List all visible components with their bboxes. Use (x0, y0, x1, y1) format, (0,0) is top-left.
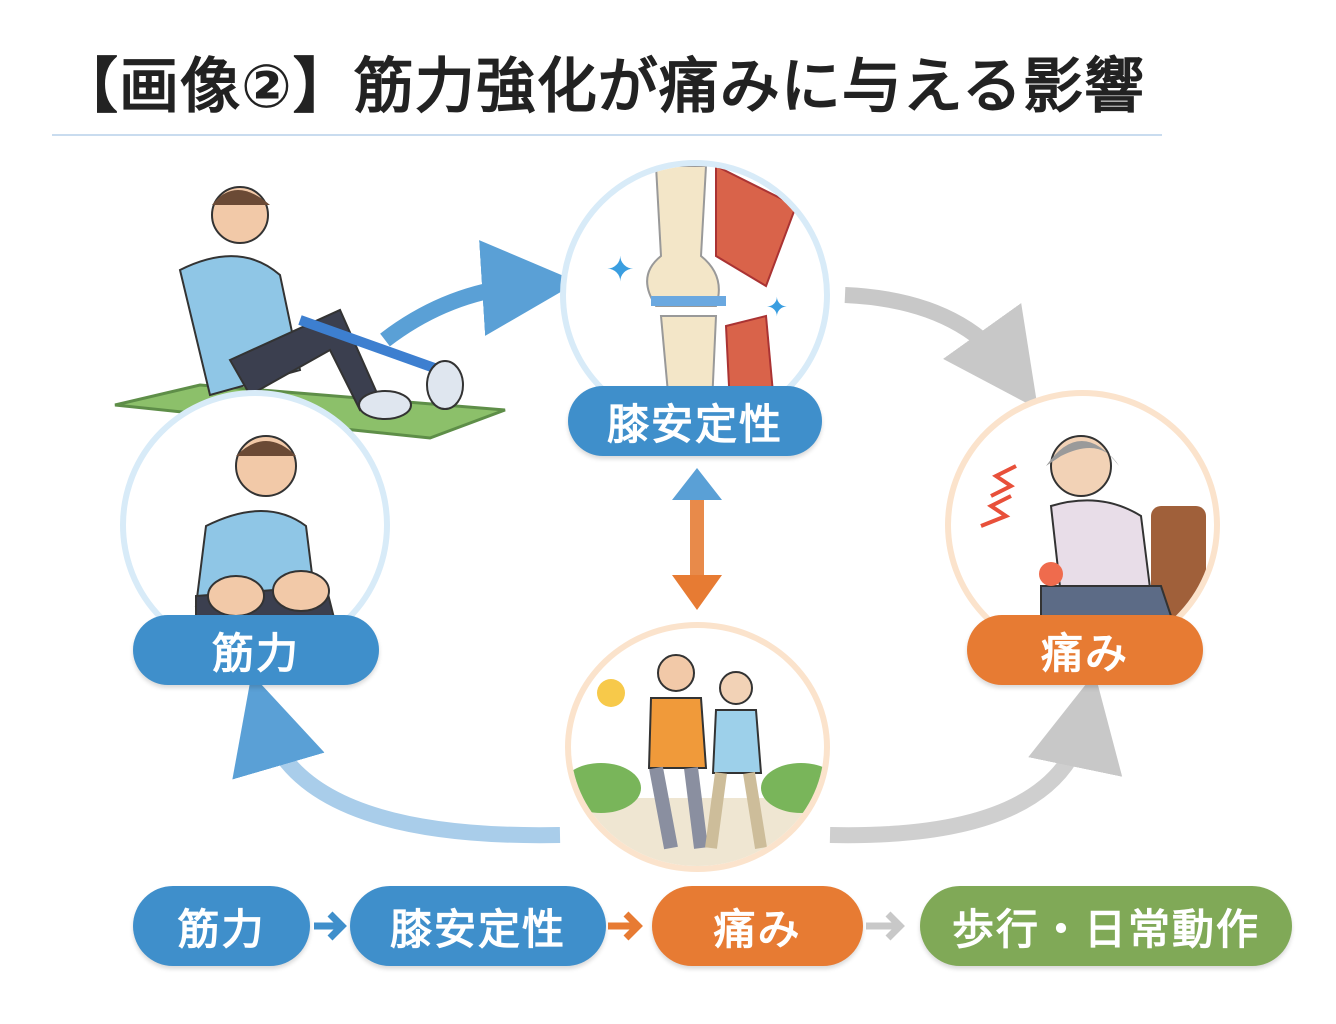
arrow-knee-to-pain (844, 287, 1038, 410)
arrow-head-up-icon (672, 468, 722, 500)
title-divider (52, 134, 1162, 136)
walking-couple-illustration (571, 654, 824, 866)
flow-step-pain: 痛み (652, 886, 863, 966)
knee-joint-illustration: ✦ ✦ (606, 166, 798, 424)
flow-step-walking-daily-activity: 歩行・日常動作 (920, 886, 1292, 966)
walking-circle (565, 622, 830, 872)
svg-text:✦: ✦ (766, 293, 788, 323)
flow-step-muscle-strength: 筋力 (133, 886, 310, 966)
knee-joint-circle: ✦ ✦ (560, 160, 830, 430)
seated-man-illustration (194, 435, 338, 638)
arrow-exercise-to-knee (380, 240, 578, 347)
chevron-right-icon (608, 911, 643, 941)
arrow-walk-to-pain (829, 673, 1123, 844)
svg-text:✦: ✦ (606, 250, 635, 290)
chevron-right-icon (314, 911, 347, 941)
arrow-head-down-icon (672, 575, 722, 610)
flow-step-knee-stability: 膝安定性 (350, 886, 606, 966)
arrow-walk-to-strength (232, 673, 561, 844)
node-knee-stability: 膝安定性 (568, 386, 822, 456)
page-title: 【画像②】筋力強化が痛みに与える影響 (58, 52, 1145, 122)
node-pain: 痛み (967, 615, 1203, 685)
chevron-right-icon (866, 911, 905, 941)
node-muscle-strength: 筋力 (133, 615, 379, 685)
